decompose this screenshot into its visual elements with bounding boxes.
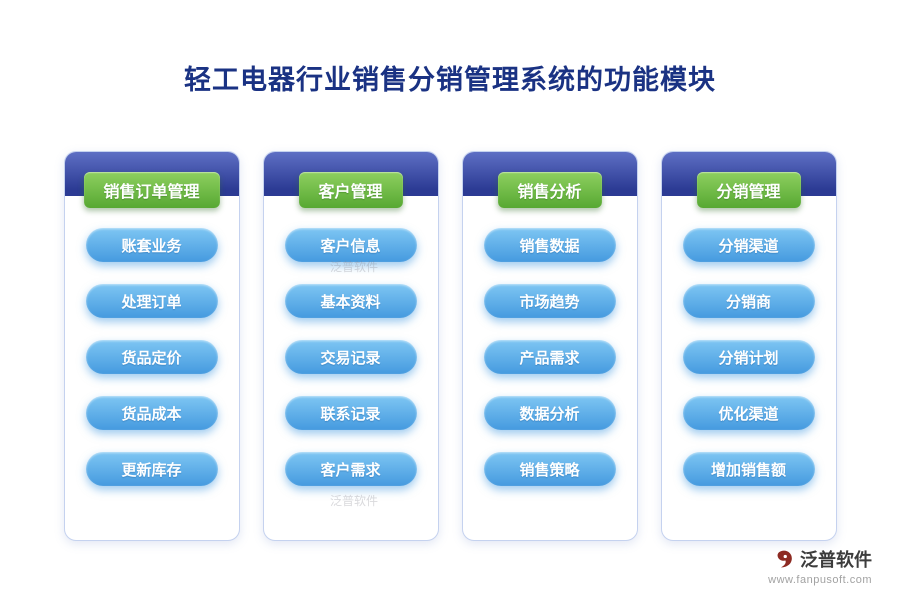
feature-list: 账套业务 处理订单 货品定价 货品成本 更新库存	[65, 228, 239, 486]
module-header-sales-analysis: 销售分析	[497, 172, 602, 208]
brand-url: www.fanpusoft.com	[768, 574, 872, 586]
feature-item: 客户需求	[284, 452, 417, 486]
feature-item: 联系记录	[284, 396, 417, 430]
module-header-distribution: 分销管理	[696, 172, 801, 208]
feature-item: 处理订单	[85, 284, 218, 318]
feature-item: 销售数据	[483, 228, 616, 262]
feature-item: 增加销售额	[682, 452, 815, 486]
card-sales-order-management: 销售订单管理 账套业务 处理订单 货品定价 货品成本 更新库存	[63, 151, 240, 541]
feature-item: 分销商	[682, 284, 815, 318]
feature-item: 货品定价	[85, 340, 218, 374]
feature-item: 交易记录	[284, 340, 417, 374]
feature-list: 销售数据 市场趋势 产品需求 数据分析 销售策略	[463, 228, 637, 486]
feature-item: 销售策略	[483, 452, 616, 486]
feature-item: 货品成本	[85, 396, 218, 430]
footer-brand-block: 泛普软件 www.fanpusoft.com	[768, 546, 872, 586]
card-distribution-management: 分销管理 分销渠道 分销商 分销计划 优化渠道 增加销售额	[660, 151, 837, 541]
module-header-sales-order: 销售订单管理	[83, 172, 220, 208]
feature-list: 分销渠道 分销商 分销计划 优化渠道 增加销售额	[662, 228, 836, 486]
fanpu-logo-icon	[774, 549, 794, 569]
card-sales-analysis: 销售分析 销售数据 市场趋势 产品需求 数据分析 销售策略	[461, 151, 638, 541]
feature-item: 更新库存	[85, 452, 218, 486]
feature-item: 数据分析	[483, 396, 616, 430]
feature-item: 优化渠道	[682, 396, 815, 430]
module-columns: 销售订单管理 账套业务 处理订单 货品定价 货品成本 更新库存 客户管理 客户信…	[0, 151, 900, 541]
module-header-customer: 客户管理	[298, 172, 403, 208]
feature-item: 产品需求	[483, 340, 616, 374]
feature-item: 分销渠道	[682, 228, 815, 262]
feature-item: 分销计划	[682, 340, 815, 374]
card-customer-management: 客户管理 客户信息 基本资料 交易记录 联系记录 客户需求	[262, 151, 439, 541]
feature-item: 账套业务	[85, 228, 218, 262]
brand-row: 泛普软件	[768, 546, 872, 572]
feature-item: 市场趋势	[483, 284, 616, 318]
feature-list: 客户信息 基本资料 交易记录 联系记录 客户需求	[264, 228, 438, 486]
brand-name: 泛普软件	[800, 550, 872, 570]
feature-item: 客户信息	[284, 228, 417, 262]
page-title: 轻工电器行业销售分销管理系统的功能模块	[184, 65, 716, 95]
feature-item: 基本资料	[284, 284, 417, 318]
